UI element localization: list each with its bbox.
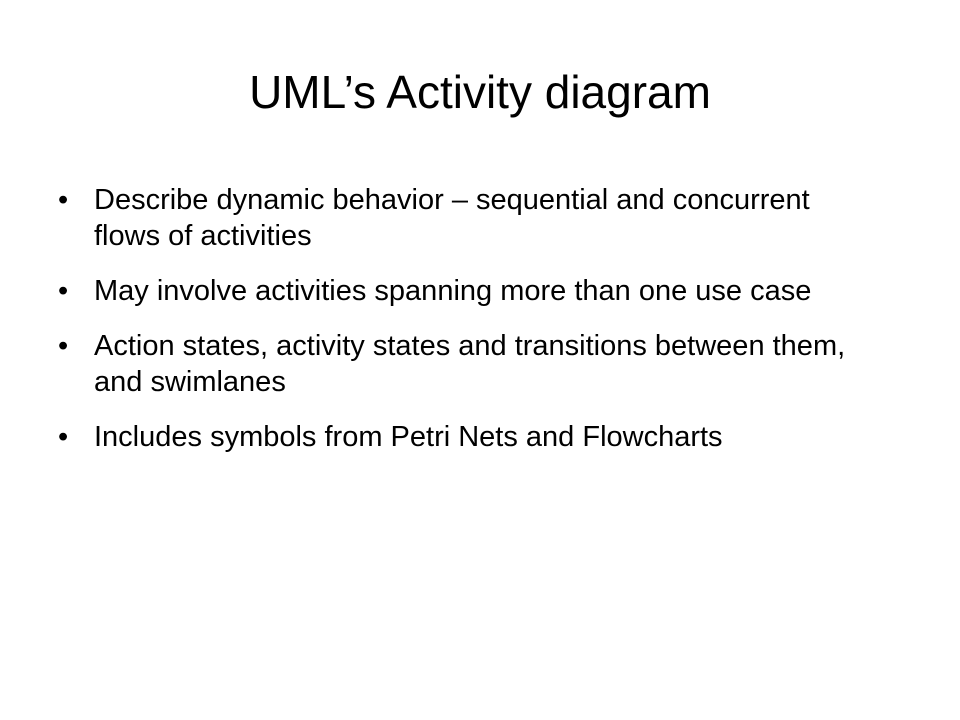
bullet-icon: •	[58, 330, 69, 362]
bullet-list: • Describe dynamic behavior – sequential…	[58, 182, 858, 474]
bullet-icon: •	[58, 184, 69, 216]
slide-title: UML’s Activity diagram	[249, 66, 711, 118]
bullet-icon: •	[58, 275, 69, 307]
bullet-icon: •	[58, 421, 69, 453]
bullet-text: May involve activities spanning more tha…	[94, 275, 812, 307]
bullet-text: Includes symbols from Petri Nets and Flo…	[94, 421, 723, 453]
bullet-item: • Describe dynamic behavior – sequential…	[58, 182, 858, 254]
bullet-item: • May involve activities spanning more t…	[58, 273, 858, 309]
bullet-text: Describe dynamic behavior – sequential a…	[94, 184, 810, 252]
bullet-item: • Action states, activity states and tra…	[58, 328, 858, 400]
bullet-item: • Includes symbols from Petri Nets and F…	[58, 419, 858, 455]
bullet-text: Action states, activity states and trans…	[94, 330, 846, 398]
